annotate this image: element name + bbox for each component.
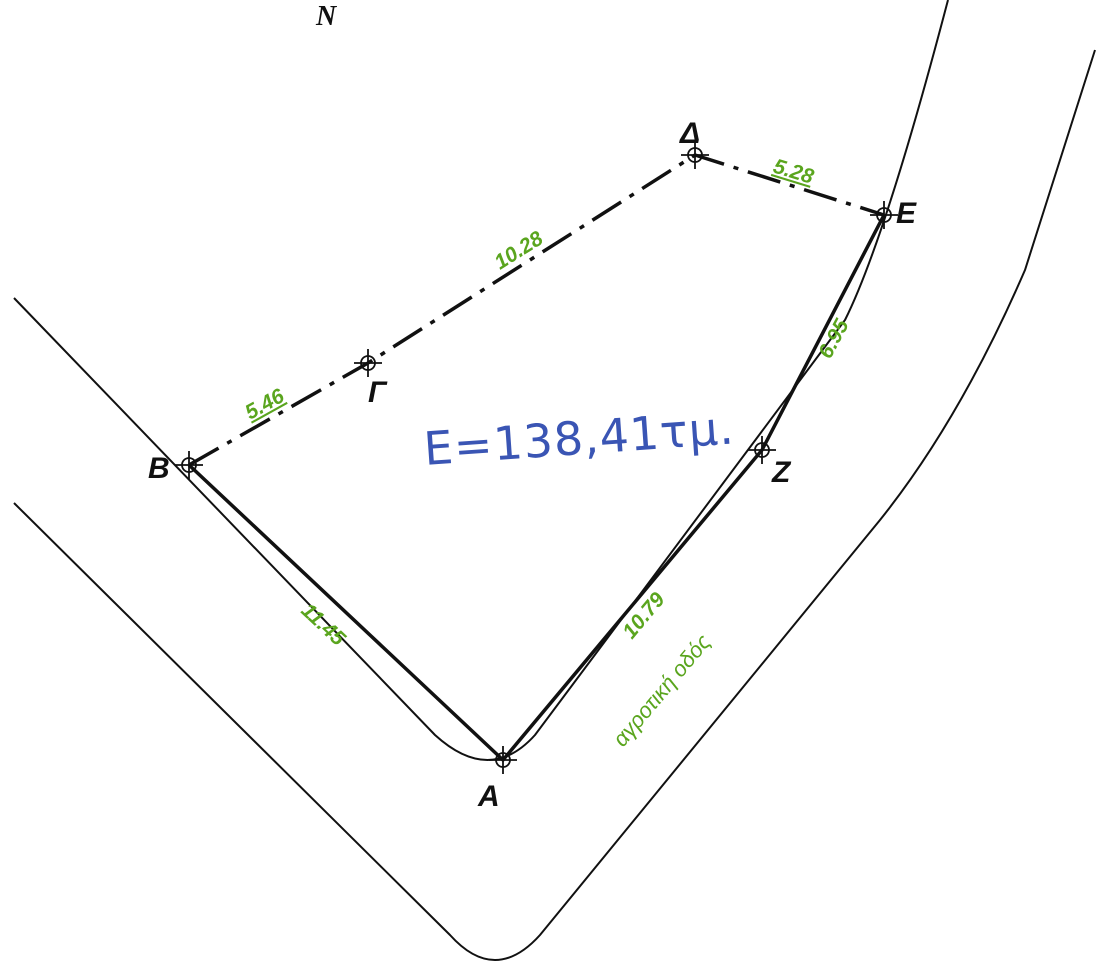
- vertex-label-E: E: [896, 197, 917, 230]
- area-annotation: E=138,41τμ.: [422, 400, 736, 476]
- plot-solid-boundary: [187, 214, 886, 762]
- dimension-E-Z: 6.95: [814, 315, 854, 362]
- dimension-Z-A: 10.79: [618, 588, 670, 643]
- vertex-label-G: Γ: [368, 376, 388, 409]
- vertex-marker-A: [489, 746, 517, 774]
- vertex-marker-G: [354, 349, 382, 377]
- road-boundaries: [13, 0, 1096, 961]
- side-E-Z-A-B: [187, 214, 886, 762]
- dimension-B-G: 5.46: [241, 384, 288, 424]
- road-name-label: αγροτική οδός: [608, 629, 716, 751]
- vertex-marker-B: [175, 451, 203, 479]
- vertex-marker-E: [870, 201, 898, 229]
- north-label: N: [315, 1, 338, 32]
- vertex-markers: [175, 141, 898, 774]
- vertex-label-Z: Z: [771, 456, 792, 489]
- vertex-label-B: B: [148, 452, 170, 485]
- vertex-labels: A B Γ Δ E Z: [148, 117, 917, 813]
- plot-dashdot-boundary: [188, 153, 885, 467]
- dimension-D-E: 5.28: [771, 155, 817, 189]
- side-B-G-D-E: [188, 153, 885, 467]
- road-inner-boundary: [13, 0, 949, 761]
- vertex-label-A: A: [477, 780, 500, 813]
- dimension-labels: 5.46 10.28 5.28 6.95 10.79 11.45: [241, 155, 853, 651]
- vertex-marker-D: [681, 141, 709, 169]
- vertex-marker-Z: [748, 436, 776, 464]
- road-outer-boundary: [13, 49, 1096, 961]
- vertex-label-D: Δ: [679, 117, 700, 150]
